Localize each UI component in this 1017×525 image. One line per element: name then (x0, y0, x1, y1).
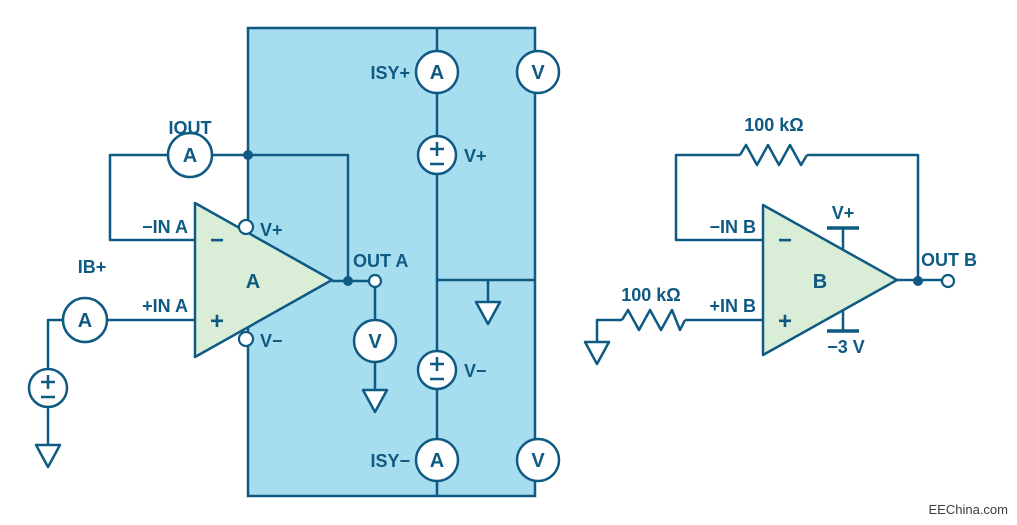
feedback-resistor (738, 143, 809, 167)
iout-label: IOUT (169, 118, 212, 138)
opamp-a-symbol: − + A (193, 201, 334, 359)
ib-plus-label: IB+ (78, 257, 107, 277)
out-b-terminal (940, 273, 956, 289)
out-a-voltmeter-letter: V (368, 331, 382, 353)
opamp-a-wires (46, 153, 377, 445)
pos-in-a-label: +IN A (142, 296, 188, 316)
ib-plus-ammeter: A (61, 296, 109, 344)
vminus-pin-label: V− (260, 331, 283, 351)
out-a-label: OUT A (353, 251, 408, 271)
top-rail-voltmeter: V (515, 49, 561, 95)
opamp-a-vplus-pin (237, 218, 255, 236)
out-b-label: OUT B (921, 250, 977, 270)
ib-voltage-source (27, 367, 69, 409)
neg-in-a-label: −IN A (142, 217, 188, 237)
vminus-supply-b-label: −3 V (827, 337, 865, 357)
opamp-b-wires (595, 143, 943, 342)
out-a-voltmeter: V (352, 318, 398, 364)
bottom-rail-voltmeter: V (515, 437, 561, 483)
out-b-junction-dot (913, 276, 923, 286)
input-b-ground-symbol (583, 340, 611, 366)
opamp-b-label: B (813, 271, 827, 293)
vminus-supply-source (416, 349, 458, 391)
pos-in-b-label: +IN B (709, 296, 756, 316)
vplus-pin-label: V+ (260, 220, 283, 240)
feedback-resistor-label: 100 kΩ (744, 115, 803, 135)
top-rail-voltmeter-letter: V (531, 62, 545, 84)
outa-ground-symbol (361, 388, 389, 414)
input-resistor-label: 100 kΩ (621, 285, 680, 305)
isy-minus-label: ISY− (370, 451, 410, 471)
opamp-b-symbol: − + B (761, 203, 899, 357)
out-a-junction-dot (343, 276, 353, 286)
iout-ammeter: A (166, 131, 214, 179)
vplus-supply-label: V+ (464, 146, 487, 166)
opamp-a-minus-sign: − (210, 227, 224, 254)
feedback-junction-dot (243, 150, 253, 160)
out-a-terminal (367, 273, 383, 289)
isy-plus-ammeter-letter: A (430, 62, 444, 84)
iout-ammeter-letter: A (183, 145, 197, 167)
opamp-a-label: A (246, 271, 260, 293)
vplus-supply-b-label: V+ (832, 203, 855, 223)
bottom-rail-voltmeter-letter: V (531, 450, 545, 472)
isy-minus-ammeter: A (414, 437, 460, 483)
supply-rail-wires (435, 28, 535, 496)
isy-minus-ammeter-letter: A (430, 450, 444, 472)
watermark-text: EEChina.com (929, 502, 1008, 517)
isy-plus-label: ISY+ (370, 63, 410, 83)
opamp-b-plus-sign: + (778, 308, 792, 335)
isy-plus-ammeter: A (414, 49, 460, 95)
ib-ground-symbol (34, 443, 62, 469)
vplus-supply-source (416, 134, 458, 176)
neg-in-b-label: −IN B (709, 217, 756, 237)
opamp-a-plus-sign: + (210, 308, 224, 335)
input-resistor (620, 308, 687, 332)
ib-ammeter-letter: A (78, 310, 92, 332)
vminus-supply-label: V− (464, 361, 487, 381)
opamp-b-minus-sign: − (778, 227, 792, 254)
mid-ground-symbol (474, 300, 502, 326)
opamp-a-vminus-pin (237, 330, 255, 348)
